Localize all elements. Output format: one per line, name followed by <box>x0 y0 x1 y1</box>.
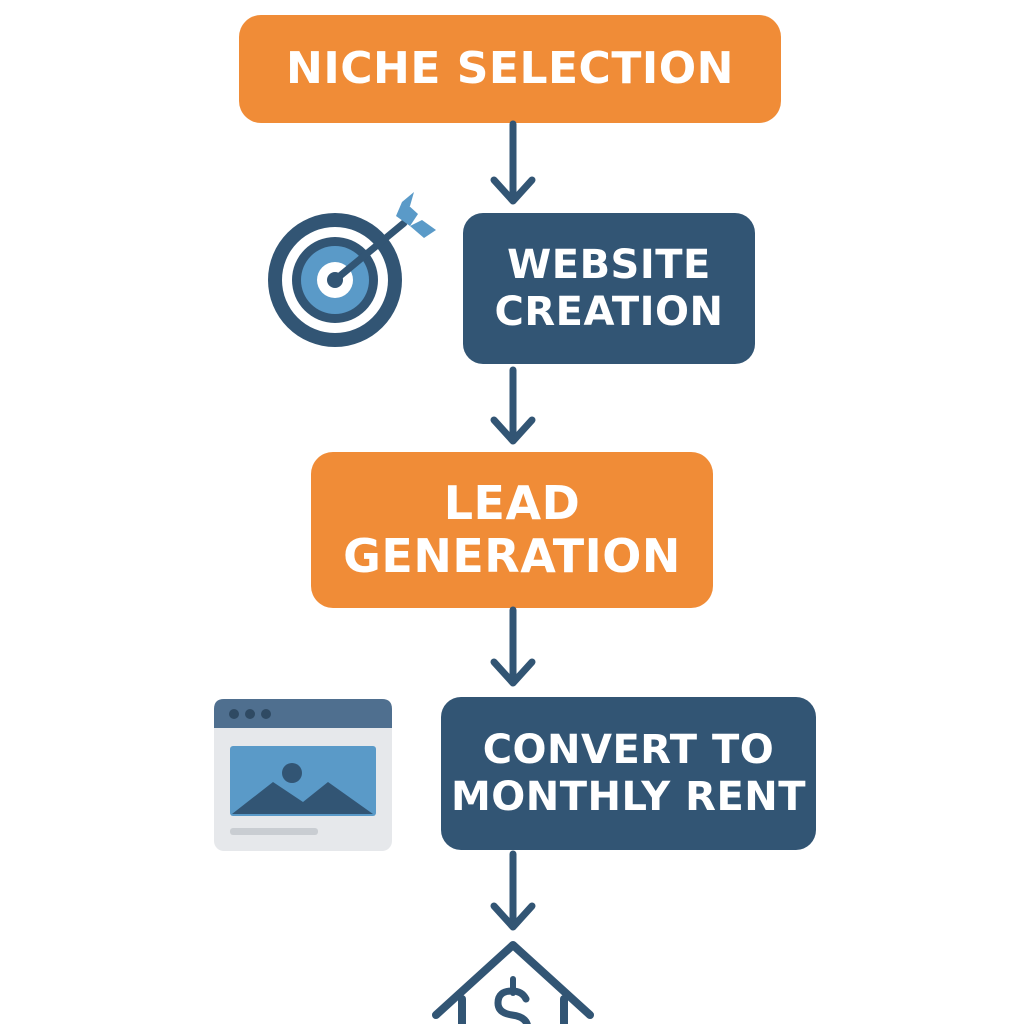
target-icon <box>268 192 436 347</box>
step-lead-generation-label-line-2: GENERATION <box>343 529 681 583</box>
house-dollar-icon <box>432 941 594 1024</box>
step-convert-label-line-1: CONVERT TO <box>482 727 775 774</box>
browser-window-icon <box>214 699 392 851</box>
step-niche-selection: NICHE SELECTION <box>239 15 781 123</box>
step-convert-to-monthly-rent: CONVERT TO MONTHLY RENT <box>441 697 816 850</box>
step-convert-label-line-2: MONTHLY RENT <box>450 773 807 820</box>
arrow-down-connector-2 <box>490 366 536 445</box>
step-lead-generation: LEAD GENERATION <box>311 452 713 608</box>
arrow-down-connector-3 <box>490 606 536 687</box>
step-website-creation-label-line-2: CREATION <box>494 288 724 335</box>
step-lead-generation-label-line-1: LEAD <box>443 475 581 530</box>
step-niche-selection-label: NICHE SELECTION <box>286 43 734 95</box>
arrow-down-connector-4 <box>490 850 536 931</box>
arrow-down-connector-1 <box>490 120 536 205</box>
step-website-creation-label-line-1: WEBSITE <box>507 242 711 289</box>
step-website-creation: WEBSITE CREATION <box>463 213 755 364</box>
